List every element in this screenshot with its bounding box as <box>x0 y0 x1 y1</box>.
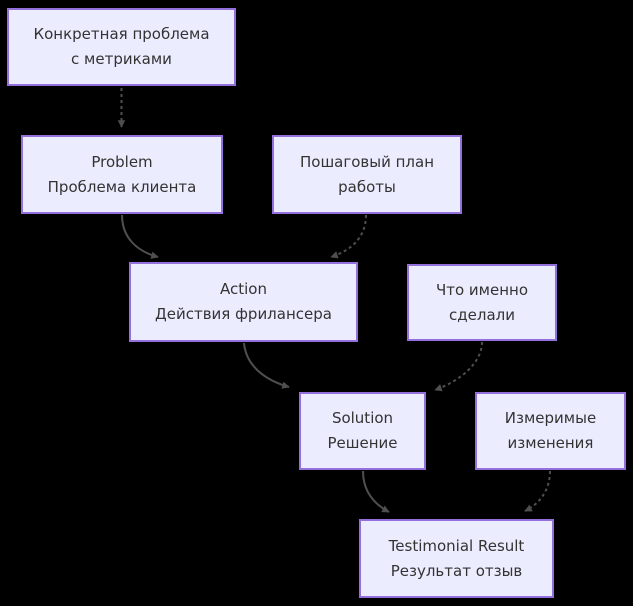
edge-action-to-solution <box>243 342 290 389</box>
node-label-line: Что именно <box>435 280 529 299</box>
node-label-line: Решение <box>327 434 398 452</box>
node-izmerimye-izmeneniya: Измеримые изменения <box>475 392 626 470</box>
node-label-line: Action <box>220 280 267 298</box>
node-action: Action Действия фрилансера <box>129 262 358 342</box>
node-konkretnaya-problema: Конкретная проблема с метриками <box>7 8 236 86</box>
node-label-line: Измеримые <box>504 409 597 427</box>
node-label-line: Проблема клиента <box>47 177 197 196</box>
edge-problem-to-action <box>121 214 159 259</box>
node-testimonial-result: Testimonial Result Результат отзыв <box>359 519 554 598</box>
edge-chto-imenno-sdelali-to-solution <box>434 341 483 392</box>
node-label-line: изменения <box>507 434 594 452</box>
node-label-line: Solution <box>331 409 394 427</box>
node-problem: Problem Проблема клиента <box>21 135 223 214</box>
node-label-line: сделали <box>449 305 515 324</box>
node-label-line: Пошаговый план <box>299 152 435 171</box>
edge-poshagovy-plan-to-action <box>330 214 367 259</box>
node-label-line: с метриками <box>71 50 172 68</box>
node-label-line: Конкретная проблема <box>33 25 210 43</box>
node-label-line: Результат отзыв <box>390 561 523 580</box>
edge-solution-to-testimonial-result <box>362 470 390 513</box>
node-label-line: Действия фрилансера <box>155 305 332 323</box>
node-label-line: Problem <box>91 152 153 171</box>
node-solution: Solution Решение <box>299 392 426 470</box>
node-label-line: Testimonial Result <box>388 536 525 555</box>
node-chto-imenno-sdelali: Что именно сделали <box>407 264 557 341</box>
edge-izmerimye-izmeneniya-to-testimonial-result <box>524 470 551 512</box>
node-label-line: работы <box>338 177 396 196</box>
node-poshagovy-plan: Пошаговый план работы <box>272 135 462 214</box>
